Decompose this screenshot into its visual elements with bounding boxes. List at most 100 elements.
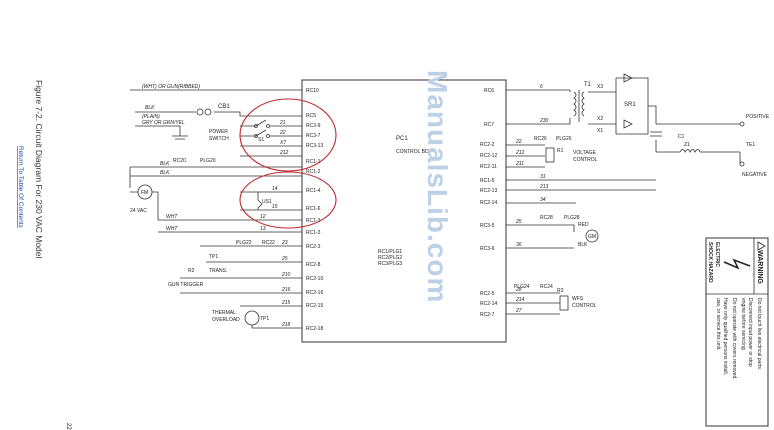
svg-text:216: 216 [281, 287, 291, 293]
gas-motor-symbol [585, 229, 599, 243]
svg-text:SR1: SR1 [624, 102, 636, 108]
voltage-control-pot-symbol [545, 147, 555, 163]
watermark: ManualsLib.com [422, 70, 453, 303]
svg-text:R1: R1 [557, 148, 564, 154]
svg-text:X3: X3 [597, 84, 603, 90]
svg-text:31: 31 [540, 174, 546, 180]
pin-label: RC2-8 [306, 262, 321, 268]
pin-label: RC2-10 [306, 276, 323, 282]
warning-title: WARNING [756, 250, 763, 284]
svg-text:ELECTRIC: ELECTRIC [714, 242, 720, 267]
svg-text:R3: R3 [557, 288, 564, 294]
svg-text:24 VAC: 24 VAC [130, 208, 147, 214]
pin-label: RC1-1 [306, 159, 321, 165]
svg-text:GM: GM [588, 234, 596, 240]
svg-text:PLG20: PLG20 [200, 158, 216, 164]
svg-text:13: 13 [260, 226, 266, 232]
svg-text:(WHT) OR GUN(RIBBED): (WHT) OR GUN(RIBBED) [142, 84, 200, 90]
pin-label: RC1-6 [306, 206, 321, 212]
pin-label: RC3-9 [306, 123, 321, 129]
highlight-us1 [239, 171, 337, 229]
svg-text:C1: C1 [678, 134, 685, 140]
svg-text:US1: US1 [262, 199, 272, 205]
svg-text:RC26: RC26 [534, 136, 547, 142]
pin-label: RC7 [484, 122, 494, 128]
svg-text:SWITCH: SWITCH [209, 136, 229, 142]
svg-text:OVERLOAD: OVERLOAD [212, 317, 240, 323]
svg-text:engine before servicing.: engine before servicing. [740, 298, 746, 351]
svg-text:TRANS.: TRANS. [209, 268, 227, 274]
pin-label: RC1-4 [306, 188, 321, 194]
pin-label: RC2-5 [480, 291, 495, 297]
svg-text:25: 25 [281, 256, 288, 262]
pin-label: RC3-5 [480, 223, 495, 229]
svg-text:PLG26: PLG26 [556, 136, 572, 142]
svg-text:CB1: CB1 [218, 104, 230, 110]
svg-text:Disconnect input power or stop: Disconnect input power or stop [747, 298, 753, 367]
pc1-title: PC1 [396, 136, 408, 142]
svg-text:CONTROL: CONTROL [573, 157, 598, 163]
pin-label: RC2-13 [480, 188, 497, 194]
pin-label: RC3-13 [306, 143, 323, 149]
svg-text:WHT: WHT [166, 214, 178, 220]
svg-text:PLG24: PLG24 [514, 284, 530, 290]
svg-text:TE1: TE1 [746, 142, 755, 148]
svg-text:T1: T1 [584, 82, 592, 88]
transformer-coil-symbol [573, 90, 585, 122]
svg-text:TP1: TP1 [260, 316, 269, 322]
highlight-power-switch [239, 98, 337, 172]
pin-label: RC2-3 [306, 244, 321, 250]
svg-text:TP1: TP1 [209, 254, 218, 260]
left-pin-labels: RC10 RC5 RC3-9 RC3-7 RC3-13 RC1-1 RC1-2 … [306, 88, 323, 332]
svg-text:X1: X1 [597, 128, 603, 134]
pin-label: RC6 [484, 88, 494, 94]
svg-text:212: 212 [279, 150, 289, 156]
pc1-flag: RC2/PLG2 [378, 255, 402, 261]
svg-text:215: 215 [281, 300, 291, 306]
pin-label: RC5 [306, 113, 316, 119]
inductor-symbol [679, 149, 701, 153]
svg-text:PLG22: PLG22 [236, 240, 252, 246]
svg-text:36: 36 [516, 242, 522, 248]
svg-text:28: 28 [515, 287, 522, 293]
svg-text:27: 27 [515, 308, 522, 314]
svg-text:34: 34 [540, 197, 546, 203]
pin-label: RC3-6 [480, 246, 495, 252]
svg-text:VOLTAGE: VOLTAGE [573, 150, 597, 156]
svg-text:212: 212 [515, 150, 525, 156]
svg-text:RED: RED [578, 222, 589, 228]
return-to-toc-link[interactable]: Return To Table Of Contents [17, 146, 24, 229]
svg-text:S1: S1 [258, 137, 264, 143]
svg-text:WFS: WFS [572, 296, 584, 302]
pin-label: RC1-2 [306, 169, 321, 175]
svg-text:GUN TRIGGER: GUN TRIGGER [168, 282, 204, 288]
warning-label: WARNING ELECTRIC SHOCK HAZARD Do not tou… [705, 237, 769, 427]
pc1-subtitle: CONTROL BD [396, 149, 429, 155]
pin-label: RC2-15 [306, 303, 323, 309]
pin-label: RC1-3 [306, 230, 321, 236]
pin-label: RC2-12 [480, 153, 497, 159]
pc1-control-board [301, 79, 507, 343]
pin-label: RC2-7 [480, 312, 495, 318]
pc1-flag: RC3/PLG3 [378, 261, 402, 267]
svg-text:15: 15 [272, 204, 278, 210]
svg-text:RC20: RC20 [173, 158, 186, 164]
svg-text:213: 213 [539, 184, 549, 190]
svg-text:RC24: RC24 [540, 284, 553, 290]
svg-text:12: 12 [260, 214, 266, 220]
page-mark: 22 [65, 423, 71, 430]
svg-text:(PLAIN): (PLAIN) [142, 114, 160, 120]
svg-text:FM: FM [141, 190, 148, 196]
pin-label: RC2-18 [306, 326, 323, 332]
svg-text:BLK: BLK [145, 105, 155, 111]
pin-label: RC10 [306, 88, 319, 94]
svg-text:POWER: POWER [209, 129, 228, 135]
svg-text:Have only qualified persons in: Have only qualified persons install, [722, 298, 728, 375]
thermal-overload-symbol [244, 310, 260, 326]
svg-text:SHOCK HAZARD: SHOCK HAZARD [707, 242, 713, 283]
svg-text:22: 22 [279, 130, 286, 136]
pin-label: RC2-16 [306, 290, 323, 296]
pin-label: RC1-5 [480, 178, 495, 184]
left-wiring: (WHT) OR GUN(RIBBED) BLK (PLAIN) CB1 GRY… [129, 84, 302, 329]
